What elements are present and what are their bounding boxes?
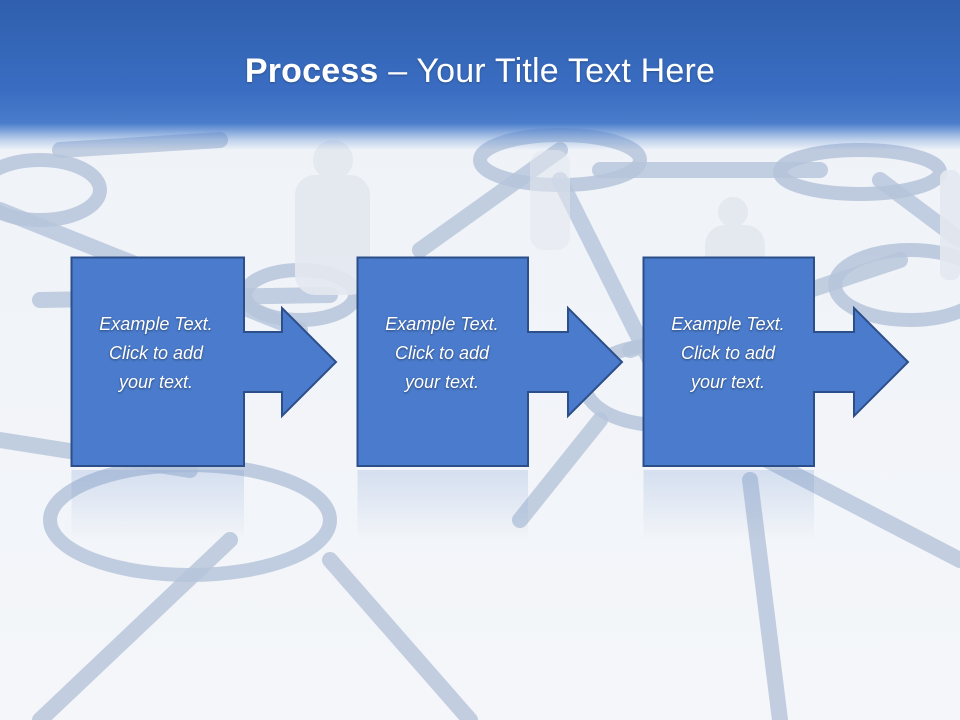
title-bold-text: Process	[244, 52, 379, 90]
title-bar	[0, 0, 960, 150]
step-2-text[interactable]: Example Text. Click to add your text.	[385, 314, 499, 392]
step-1-text[interactable]: Example Text. Click to add your text.	[99, 314, 213, 392]
process-step-3[interactable]: Example Text. Click to add your text.	[642, 256, 912, 468]
step-2-reflection	[357, 470, 528, 540]
step-1-arrow-shape	[70, 256, 338, 467]
step-3-arrow-shape	[642, 256, 910, 467]
step-2-arrow-shape	[356, 256, 624, 467]
step-3-reflection	[643, 470, 814, 540]
process-step-2[interactable]: Example Text. Click to add your text.	[356, 256, 626, 468]
step-3-text[interactable]: Example Text. Click to add your text.	[671, 314, 785, 392]
step-1-reflection	[71, 470, 244, 540]
title-rest-text: – Your Title Text Here	[378, 52, 716, 90]
process-step-1[interactable]: Example Text. Click to add your text.	[70, 256, 340, 468]
slide-title[interactable]: Process – Your Title Text Here	[0, 52, 960, 91]
